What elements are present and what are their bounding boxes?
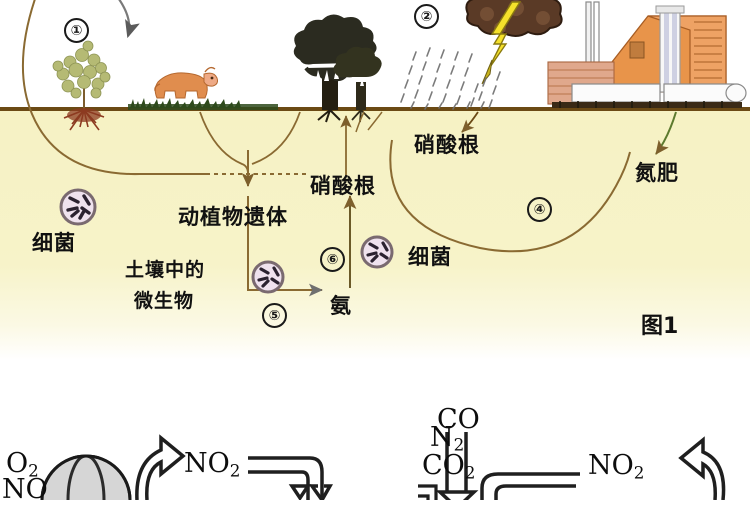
formula-o2-sub: 2: [28, 460, 39, 481]
arrow-step-5: [247, 196, 323, 297]
label-nitrate-right: 硝酸根: [414, 133, 480, 157]
tree-small: [333, 46, 382, 123]
label-soil-microbes-line2: 微生物: [134, 290, 195, 312]
grazing-animal: [154, 66, 218, 99]
step-number-2: ②: [414, 4, 439, 29]
formula-no2-right-sub: 2: [633, 462, 645, 483]
bottom-right-hook-arrow: [480, 472, 580, 500]
formula-no-text: NO: [2, 474, 48, 505]
soil-layer: [0, 110, 750, 360]
arrow-roots-converge-right: [251, 111, 301, 165]
arrow-step-2-nitrate: [461, 111, 479, 133]
formula-o2-text: O: [6, 448, 29, 479]
bacteria-icon-center: [251, 260, 285, 294]
label-bacteria-right: 细菌: [408, 245, 452, 269]
formula-co2-text: CO: [422, 450, 465, 481]
arrow-nitrate-uptake-c: [367, 111, 383, 131]
shrub-plant: [52, 40, 111, 131]
formula-no2-left: NO2: [184, 448, 240, 481]
bottom-right-small-hook: [418, 484, 438, 500]
factory: [547, 1, 747, 108]
formula-no2-right-text: NO: [588, 450, 634, 481]
label-ammonia: 氨: [330, 294, 352, 318]
bacteria-icon-right: [360, 235, 394, 269]
lightning-bolt: [481, 1, 522, 85]
bottom-left-sphere: [40, 454, 132, 500]
bottom-left-square-arrow: [248, 456, 334, 500]
label-bacteria-left: 细菌: [32, 231, 76, 255]
formula-no: NO: [2, 474, 48, 505]
formula-n2-sub: 2: [453, 434, 465, 455]
step-number-6: ⑥: [320, 247, 345, 272]
ground-line: [0, 107, 750, 111]
formula-no2-left-text: NO: [184, 448, 230, 479]
formula-co: CO: [437, 404, 480, 435]
label-soil-microbes-line1: 土壤中的: [125, 259, 206, 281]
formula-no2-right: NO2: [588, 450, 644, 483]
step-number-1: ①: [64, 18, 89, 43]
label-nitrogen-fertilizer: 氮肥: [635, 161, 679, 185]
formula-n2-text: N: [430, 422, 454, 453]
formula-co2-sub: 2: [464, 462, 476, 483]
arrow-nitrate-uptake-b: [355, 111, 365, 133]
label-nitrate-mid: 硝酸根: [310, 174, 376, 198]
step-number-5: ⑤: [262, 303, 287, 328]
arrow-step-4-arc: [389, 139, 631, 253]
bottom-right-curved-arrow: [678, 436, 726, 500]
formula-n2: N2: [430, 422, 464, 455]
label-dead-remains: 动植物遗体: [178, 205, 288, 229]
figure-caption: 图1: [641, 314, 679, 339]
formula-co2: CO2: [422, 450, 475, 483]
arrow-step-1: [118, 0, 140, 39]
bottom-right-co-arrow: [435, 432, 479, 500]
formula-no2-left-sub: 2: [229, 460, 241, 481]
formula-o2: O2: [6, 448, 39, 481]
rainfall: [400, 47, 501, 110]
bacteria-icon-left: [59, 188, 97, 226]
arrow-fertilizer: [655, 111, 677, 155]
step-number-4: ④: [527, 197, 552, 222]
formula-co-text: CO: [437, 404, 480, 435]
grass-strip: [128, 98, 278, 110]
arrow-left-arc-to-remains: [21, 0, 206, 176]
bottom-left-curved-arrow: [135, 434, 186, 500]
